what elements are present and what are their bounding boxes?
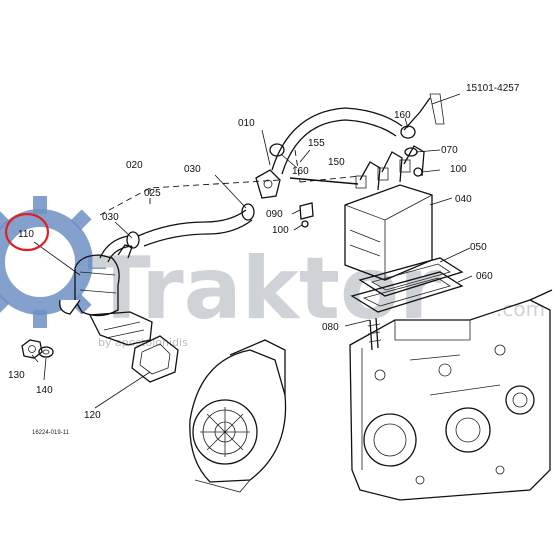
label-155: 155 xyxy=(308,138,325,149)
engine-block-drawing xyxy=(349,289,553,501)
gear-housing-drawing xyxy=(189,339,287,493)
assembly-outline xyxy=(99,179,281,216)
label-040: 040 xyxy=(455,194,472,205)
label-130: 130 xyxy=(8,370,25,381)
label-025: 025 xyxy=(144,188,161,199)
label-100-right: 100 xyxy=(450,164,467,175)
label-160-right: 160 xyxy=(394,110,411,121)
label-100-left: 100 xyxy=(272,225,289,236)
diagram-code: 16224-019-11 xyxy=(32,430,70,436)
label-120: 120 xyxy=(84,410,101,421)
part-number-labels: 110 130 140 120 030 020 025 030 010 155 … xyxy=(8,83,520,436)
gasket-plate-drawing xyxy=(350,257,464,313)
label-150: 150 xyxy=(328,157,345,168)
label-050: 050 xyxy=(470,242,487,253)
nut-washer-drawing xyxy=(21,339,54,359)
banjo-fitting-drawing xyxy=(255,169,281,199)
label-090: 090 xyxy=(266,209,283,220)
hose-assembly-outline xyxy=(294,149,361,183)
label-070: 070 xyxy=(441,145,458,156)
highlight-circle xyxy=(4,212,50,252)
label-030-mid: 030 xyxy=(184,164,201,175)
pump-gasket-drawing xyxy=(131,335,179,383)
byline-watermark: by apostolonidis xyxy=(98,336,188,349)
fuel-hoses-drawing xyxy=(99,93,445,263)
label-15101-4257: 15101-4257 xyxy=(466,83,520,94)
label-160-left: 160 xyxy=(292,166,309,177)
leader-lines xyxy=(31,93,473,409)
hose-clamps-drawing xyxy=(126,125,416,249)
label-080: 080 xyxy=(322,322,339,333)
fuel-feed-pump-drawing xyxy=(59,244,153,346)
label-010: 010 xyxy=(238,118,255,129)
label-020: 020 xyxy=(126,160,143,171)
label-030-left: 030 xyxy=(102,212,119,223)
label-140: 140 xyxy=(36,385,53,396)
label-060: 060 xyxy=(476,271,493,282)
label-110: 110 xyxy=(18,229,34,240)
